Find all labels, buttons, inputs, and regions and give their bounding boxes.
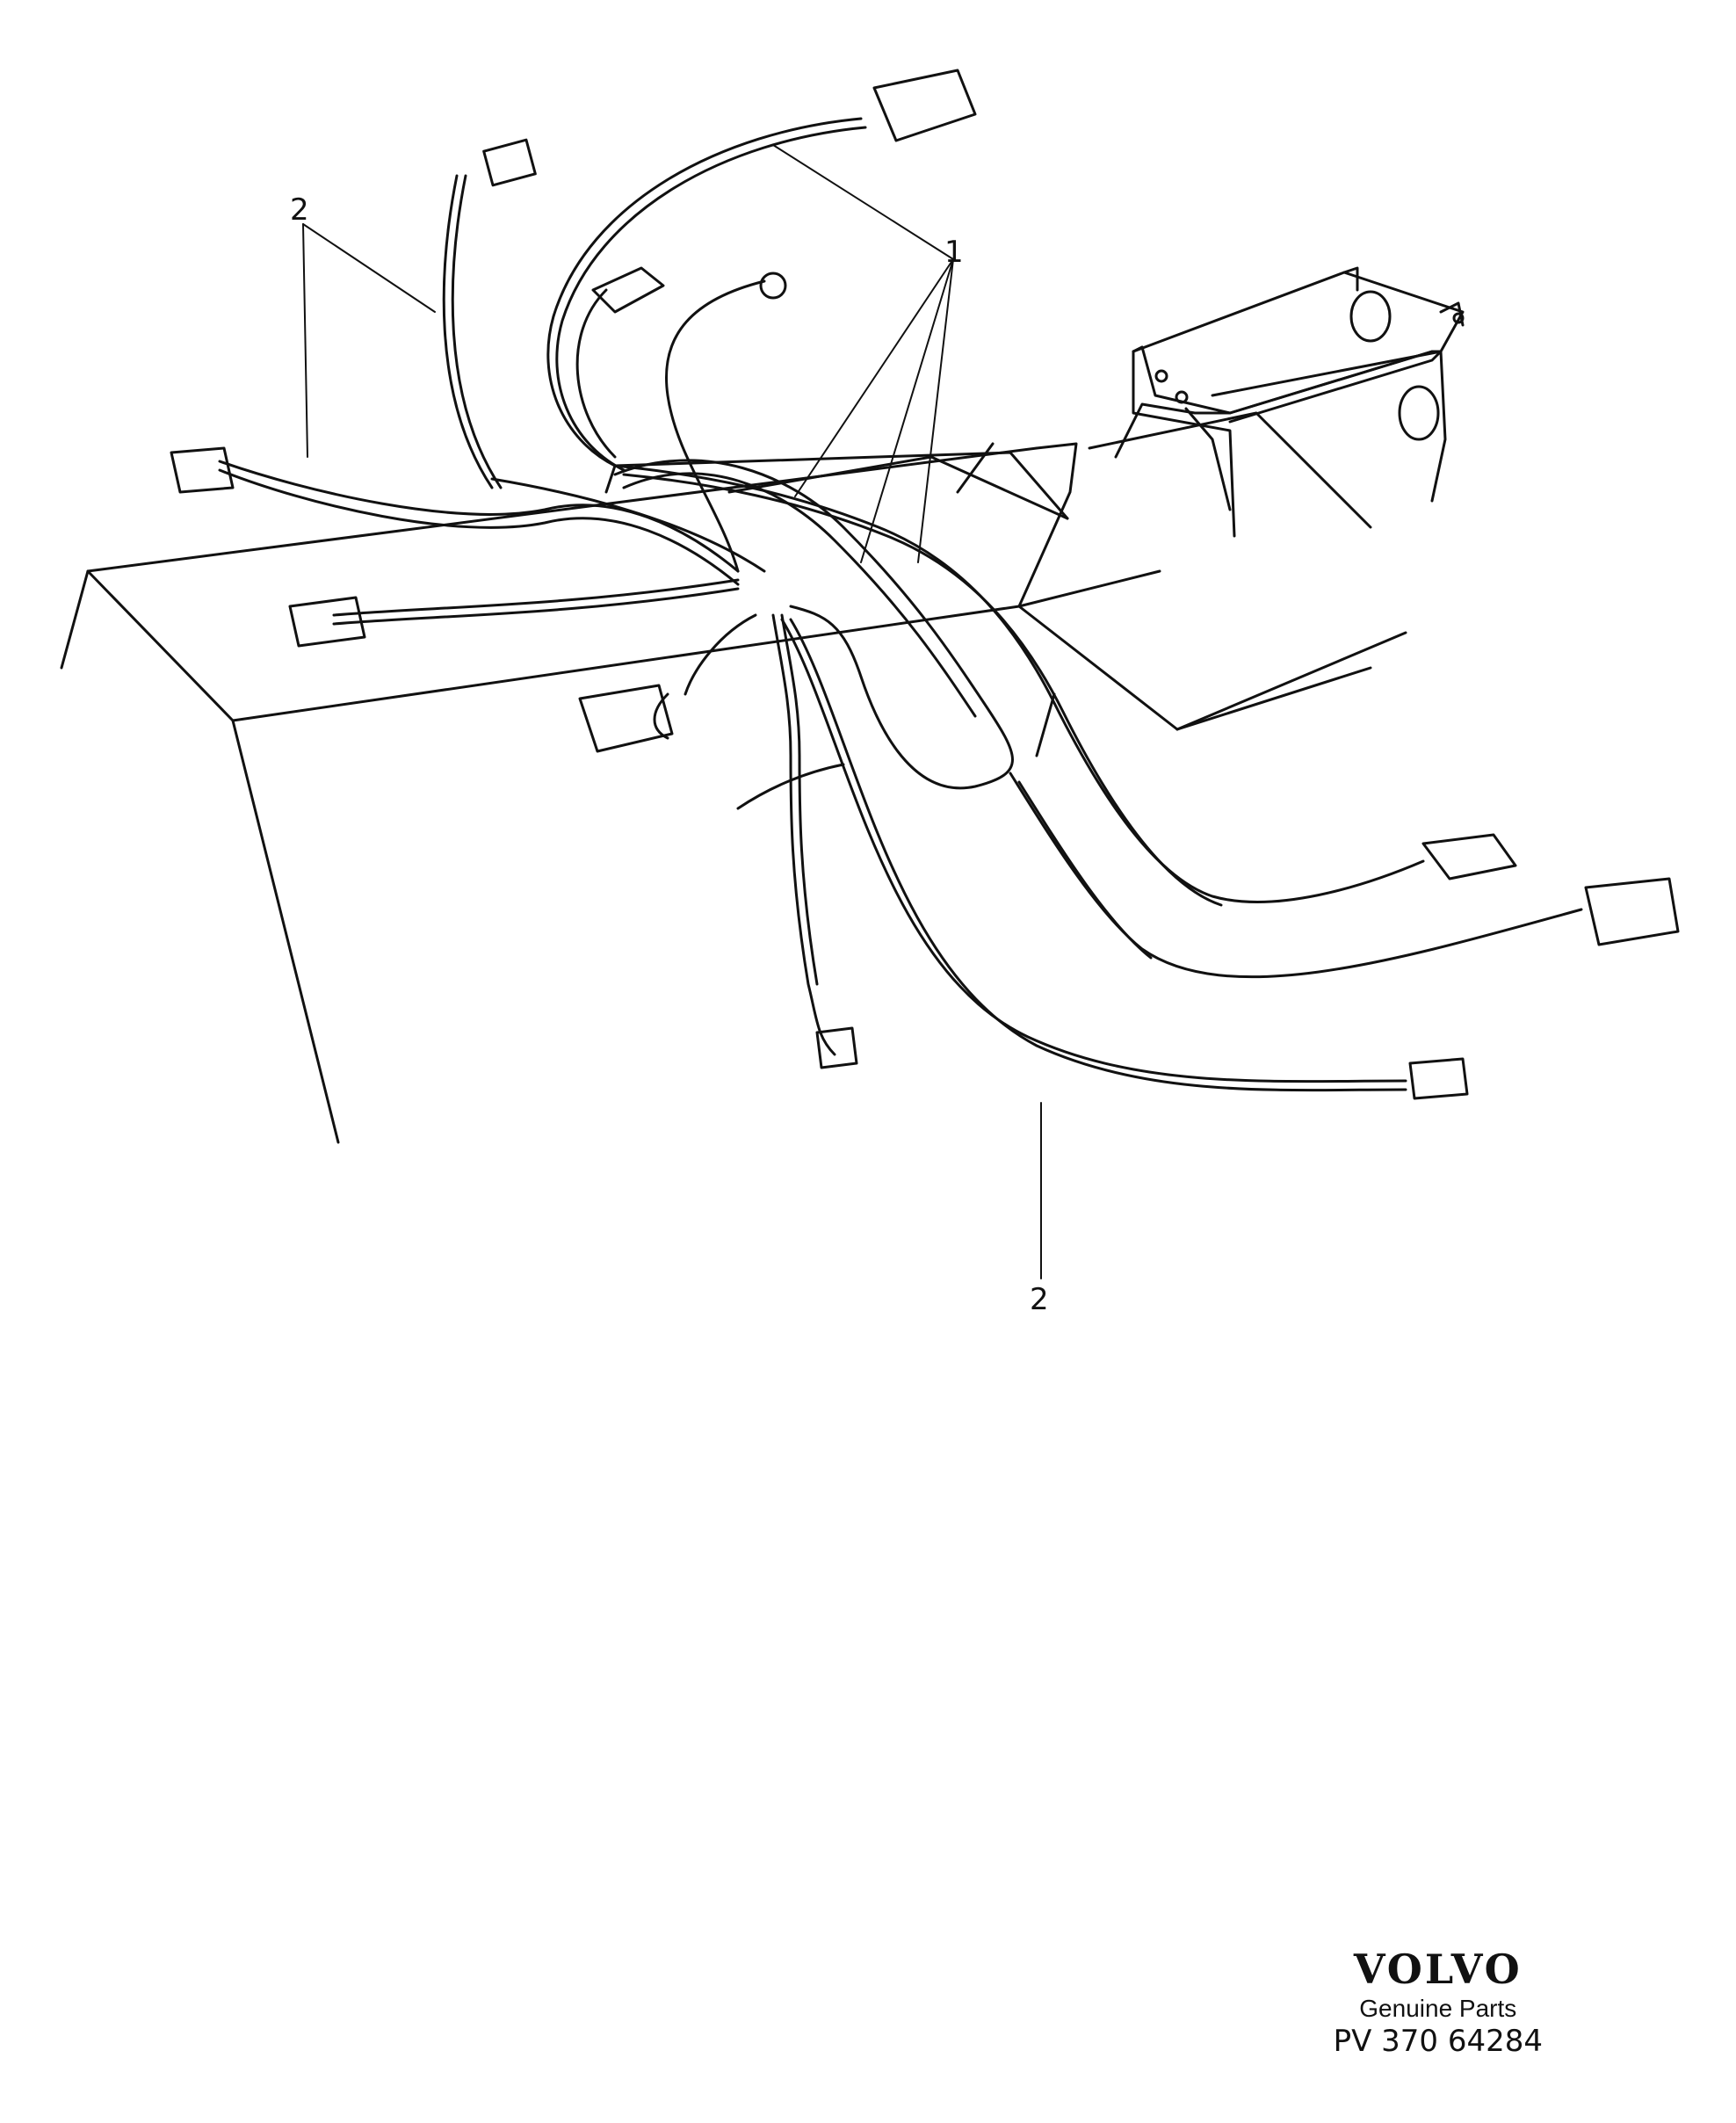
genuine-parts-text: Genuine Parts xyxy=(1359,1995,1517,2022)
callout-leaders xyxy=(302,144,1042,1279)
dashboard-outline xyxy=(60,402,1407,1144)
callout-label-2-upper-left: 2 xyxy=(290,192,309,228)
volvo-logo: VOLVO xyxy=(1353,1945,1523,1993)
brand-block: VOLVO Genuine Parts PV 370 64284 xyxy=(1334,1949,1543,2056)
callout-label-1: 1 xyxy=(944,235,964,270)
part-code: PV 370 64284 xyxy=(1333,2024,1543,2059)
instrument-housing xyxy=(1132,266,1465,538)
wiring-harness xyxy=(218,117,1583,1092)
callout-label-2-lower: 2 xyxy=(1030,1282,1049,1317)
harness-connectors xyxy=(170,69,1680,1100)
